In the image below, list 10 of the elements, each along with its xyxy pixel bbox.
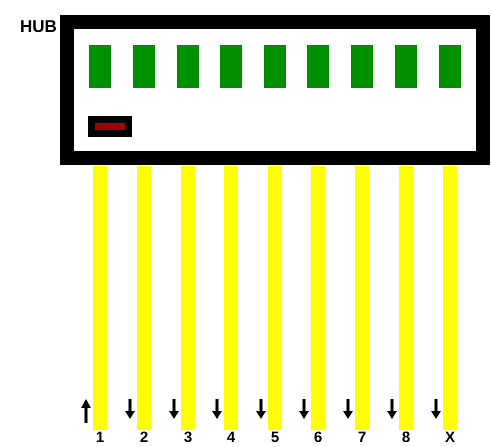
port-number: 7	[356, 430, 368, 445]
hub-title: HUB	[20, 18, 57, 35]
port-number: X	[444, 430, 456, 445]
port-number: 2	[138, 430, 150, 445]
port-number: 3	[182, 430, 194, 445]
port-number: 5	[270, 430, 280, 445]
port-number: 8	[400, 430, 412, 445]
port-number: 1	[94, 430, 106, 445]
port-number: 4	[226, 430, 236, 445]
port-number: 6	[312, 430, 324, 445]
